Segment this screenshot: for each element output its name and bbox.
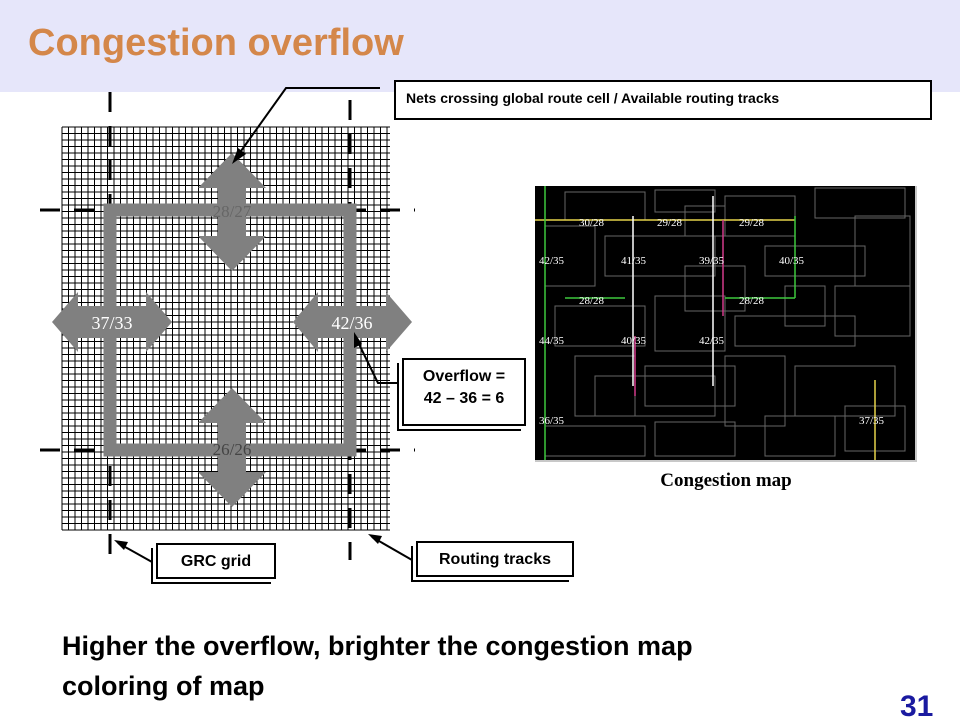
page-number: 31 [900, 690, 934, 723]
map-label: 40/35 [779, 255, 805, 267]
map-label: 44/35 [539, 335, 565, 347]
routing-tracks-callout: Routing tracks [416, 541, 574, 577]
overflow-callout: Overflow = 42 – 36 = 6 [402, 358, 526, 426]
map-label: 41/35 [621, 255, 647, 267]
map-label: 29/28 [657, 217, 683, 229]
map-label: 36/35 [539, 415, 565, 427]
map-label: 42/35 [699, 335, 725, 347]
title-band [0, 0, 960, 92]
bottom-double-arrow [198, 388, 266, 507]
grc-grid-callout: GRC grid [156, 543, 276, 579]
nets-crossing-callout: Nets crossing global route cell / Availa… [394, 80, 932, 120]
bottom-edge-label: 26/26 [213, 440, 252, 459]
map-label: 37/35 [859, 415, 885, 427]
summary-line-1: Higher the overflow, brighter the conges… [62, 631, 693, 661]
map-cells [544, 187, 911, 457]
map-labels: 30/28 29/28 29/28 42/35 41/35 39/35 40/3… [539, 217, 885, 427]
nets-crossing-text: Nets crossing global route cell / Availa… [406, 90, 780, 106]
right-edge-label: 42/36 [331, 313, 372, 333]
map-label: 40/35 [621, 335, 647, 347]
map-label: 28/28 [739, 295, 765, 307]
callout-arrowheads [114, 148, 382, 550]
map-label: 39/35 [699, 255, 725, 267]
summary-text: Higher the overflow, brighter the conges… [62, 626, 922, 706]
overflow-line1: Overflow = [422, 368, 506, 385]
top-double-arrow [198, 153, 266, 271]
map-routes [535, 186, 876, 460]
slide-title: Congestion overflow [28, 22, 404, 64]
congestion-map: 30/28 29/28 29/28 42/35 41/35 39/35 40/3… [535, 186, 917, 462]
routing-tracks-text: Routing tracks [438, 551, 551, 568]
congestion-map-caption: Congestion map [660, 470, 792, 491]
map-label: 30/28 [579, 217, 605, 229]
overflow-line2: 42 – 36 = 6 [423, 390, 505, 407]
map-label: 28/28 [579, 295, 605, 307]
right-double-arrow [293, 292, 412, 352]
summary-line-2: coloring of map [62, 671, 265, 701]
left-edge-label: 37/33 [91, 313, 132, 333]
left-double-arrow [52, 292, 172, 352]
map-label: 42/35 [539, 255, 565, 267]
top-edge-label: 28/27 [213, 202, 252, 221]
grc-grid-text: GRC grid [180, 553, 252, 570]
map-label: 29/28 [739, 217, 765, 229]
